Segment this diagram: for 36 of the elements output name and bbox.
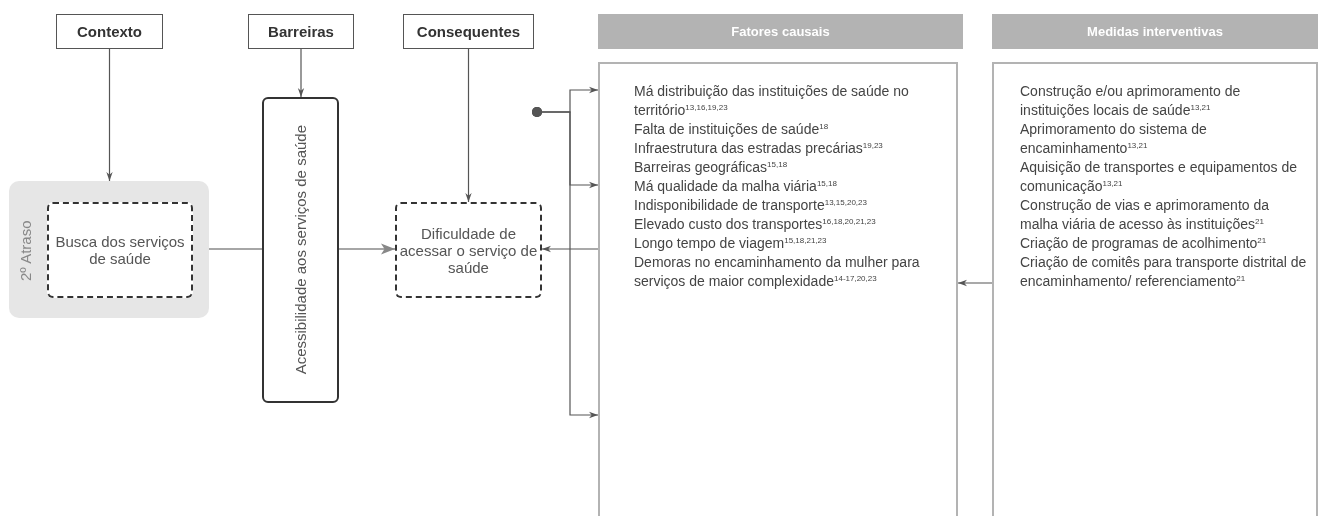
connector-line [208,248,263,250]
list-item: Elevado custo dos transportes$^{16,18,20,21,23}$ [634,215,877,234]
arrow [532,107,599,419]
list-item: Construção de vias e aprimoramento da malha viária de acesso às instituições$^{21}$ [1020,196,1271,234]
category-box: Barreiras [248,14,354,49]
arrow [957,279,993,287]
column-header: Fatores causais [598,14,963,49]
dashed-box: Dificuldade de acessar o serviço de saúde [395,202,542,298]
list-item: Barreiras geográficas$^{15,18}$ [634,158,789,177]
group-label: 2º Atraso [17,219,34,284]
list-panel [992,62,1318,516]
column-header: Medidas interventivas [992,14,1318,49]
list-item: Infraestrutura das estradas precárias$^{19,23}$ [634,139,884,158]
list-item: Criação de programas de acolhimento$^{21}$ [1020,234,1268,253]
list-item: Construção e/ou aprimoramento de instituições locais de saúde$^{13,21}$ [1020,82,1242,120]
list-item: Longo tempo de viagem$^{15,18,21,23}$ [634,234,828,253]
list-item: Má distribuição das instituições de saúde no território$^{13,16,19,23}$ [634,82,910,120]
list-item: Aquisição de transportes e equipamentos de comunicação$^{13,21}$ [1020,158,1299,196]
arrow [338,243,396,255]
arrow [106,48,113,182]
dashed-box: Busca dos serviços de saúde [47,202,193,298]
list-item: Demoras no encaminhamento da mulher para serviços de maior complexidade$^{14-17,20,23}$ [634,253,921,291]
arrow [541,245,599,253]
arrow [465,48,472,203]
box-label: Acessibilidade aos serviços de saúde [292,125,309,375]
list-item: Aprimoramento do sistema de encaminhamento$^{13,21}$ [1020,120,1208,158]
list-item: Má qualidade da malha viária$^{15,18}$ [634,177,838,196]
category-box: Consequentes [403,14,534,49]
list-item: Criação de comitês para transporte distrital de encaminhamento/ referenciamento$^{21}$ [1020,253,1308,291]
arrow [297,48,305,98]
category-box: Contexto [56,14,163,49]
list-item: Indisponibilidade de transporte$^{13,15,20,23}$ [634,196,868,215]
list-panel [598,62,958,516]
delay-panel [9,181,209,318]
list-item: Falta de instituições de saúde$^{18}$ [634,120,830,139]
barrier-box [262,97,339,403]
